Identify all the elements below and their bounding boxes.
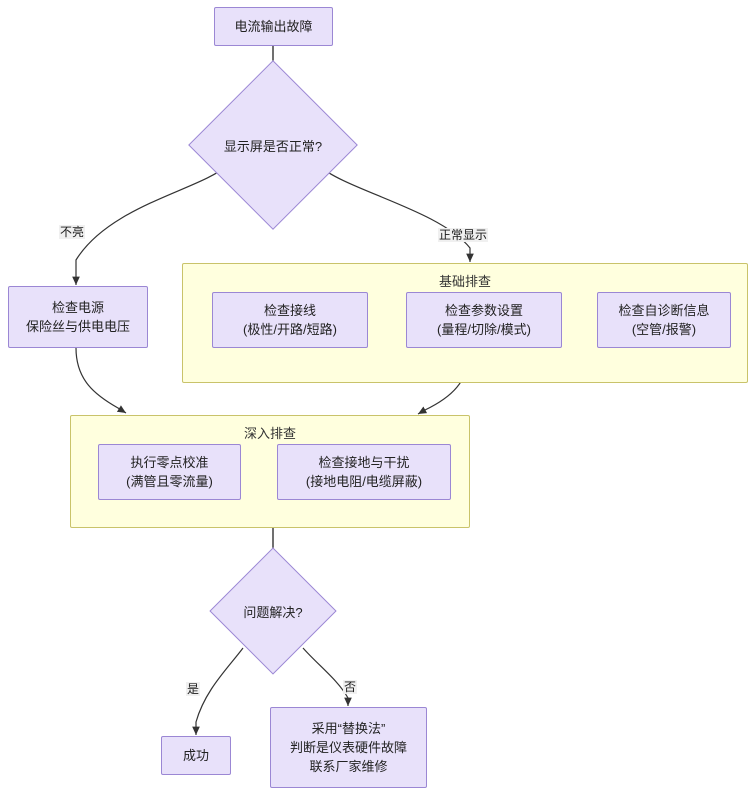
node-decision-solved-label: 问题解决? bbox=[243, 604, 303, 620]
edge-label-yes: 是 bbox=[186, 682, 201, 696]
node-check-grounding-interference[interactable]: 检查接地与干扰 (接地电阻/电缆屏蔽) bbox=[277, 444, 451, 500]
node-check-wiring-label: 检查接线 (极性/开路/短路) bbox=[243, 303, 337, 337]
node-check-self-diagnosis[interactable]: 检查自诊断信息 (空管/报警) bbox=[597, 292, 731, 348]
node-replacement-method-label: 采用“替换法” 判断是仪表硬件故障 联系厂家维修 bbox=[289, 721, 407, 774]
node-replacement-method[interactable]: 采用“替换法” 判断是仪表硬件故障 联系厂家维修 bbox=[270, 707, 427, 788]
node-check-grounding-interference-label: 检查接地与干扰 (接地电阻/电缆屏蔽) bbox=[305, 455, 423, 489]
cluster-deep-title: 深入排查 bbox=[243, 426, 296, 441]
node-check-wiring[interactable]: 检查接线 (极性/开路/短路) bbox=[212, 292, 368, 348]
node-zero-point-calibration[interactable]: 执行零点校准 (满管且零流量) bbox=[98, 444, 241, 500]
cluster-basic-title: 基础排查 bbox=[438, 274, 491, 289]
edge-label-no: 否 bbox=[343, 680, 358, 694]
node-decision-display-normal[interactable]: 显示屏是否正常? bbox=[188, 60, 358, 230]
node-check-power[interactable]: 检查电源 保险丝与供电电压 bbox=[8, 286, 148, 348]
node-check-parameters[interactable]: 检查参数设置 (量程/切除/模式) bbox=[406, 292, 562, 348]
edge-solved-check-to-replace-method bbox=[302, 647, 352, 706]
edge-label-normal-display: 正常显示 bbox=[438, 228, 489, 242]
edge-power-check-to-deep-cluster bbox=[75, 347, 127, 414]
edge-solved-check-to-success bbox=[192, 647, 244, 735]
edge-display-check-to-basic-cluster bbox=[317, 164, 474, 262]
node-success-label: 成功 bbox=[182, 748, 209, 763]
node-decision-problem-solved[interactable]: 问题解决? bbox=[209, 547, 337, 675]
node-success[interactable]: 成功 bbox=[161, 736, 231, 775]
edge-label-not-lit: 不亮 bbox=[59, 225, 86, 239]
node-zero-point-calibration-label: 执行零点校准 (满管且零流量) bbox=[126, 455, 213, 489]
node-check-self-diagnosis-label: 检查自诊断信息 (空管/报警) bbox=[618, 303, 710, 337]
node-check-power-label: 检查电源 保险丝与供电电压 bbox=[25, 300, 130, 334]
node-start-label: 电流输出故障 bbox=[234, 19, 313, 34]
node-start-current-output-fault[interactable]: 电流输出故障 bbox=[214, 7, 333, 46]
node-check-parameters-label: 检查参数设置 (量程/切除/模式) bbox=[437, 303, 531, 337]
node-decision-display-label: 显示屏是否正常? bbox=[223, 138, 323, 154]
